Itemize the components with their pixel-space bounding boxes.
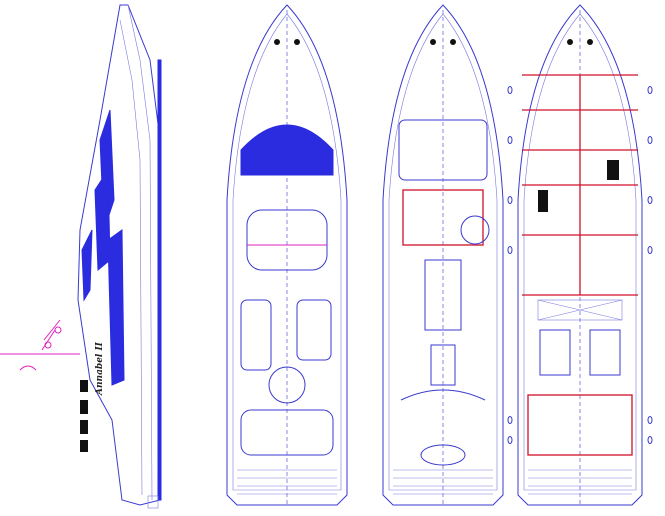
winch-icon — [274, 39, 280, 45]
winch-icon — [587, 39, 593, 45]
porthole — [647, 136, 653, 144]
winch-icon — [450, 39, 456, 45]
porthole — [647, 246, 653, 254]
lounge — [430, 344, 456, 386]
galley — [402, 189, 484, 246]
porthole — [507, 86, 513, 94]
bed — [607, 160, 619, 180]
hull-outline — [382, 4, 504, 506]
winch-icon — [294, 39, 300, 45]
aft-seating — [420, 444, 466, 466]
staircase — [460, 215, 490, 245]
porthole — [507, 416, 513, 424]
tank — [537, 299, 623, 321]
winch-icon — [567, 39, 573, 45]
winch-icon — [430, 39, 436, 45]
porthole — [507, 196, 513, 204]
aft-wall — [400, 389, 486, 401]
porthole — [647, 86, 653, 94]
main-deck-plan — [382, 4, 504, 506]
seating — [240, 299, 272, 371]
foredeck-seating — [398, 119, 488, 181]
porthole — [507, 436, 513, 444]
dining-table — [424, 259, 462, 331]
sunpad — [240, 124, 334, 176]
lower-deck-plan — [507, 4, 653, 506]
porthole — [507, 246, 513, 254]
porthole — [647, 416, 653, 424]
hull-outline — [517, 4, 643, 506]
jacuzzi — [268, 366, 306, 404]
engine — [539, 329, 571, 376]
engine — [589, 329, 621, 376]
bar — [296, 299, 332, 361]
bed — [538, 190, 548, 212]
porthole — [647, 196, 653, 204]
helm-area — [246, 209, 328, 271]
crew-area — [527, 394, 633, 456]
tender — [240, 409, 334, 456]
porthole — [507, 136, 513, 144]
porthole — [647, 436, 653, 444]
tank-cross — [537, 299, 623, 321]
flybridge-deck-plan — [226, 4, 348, 506]
side-profile-view: Annabel II — [0, 4, 162, 509]
hull-outline — [226, 4, 348, 506]
yacht-name-label: Annabel II — [95, 341, 105, 396]
